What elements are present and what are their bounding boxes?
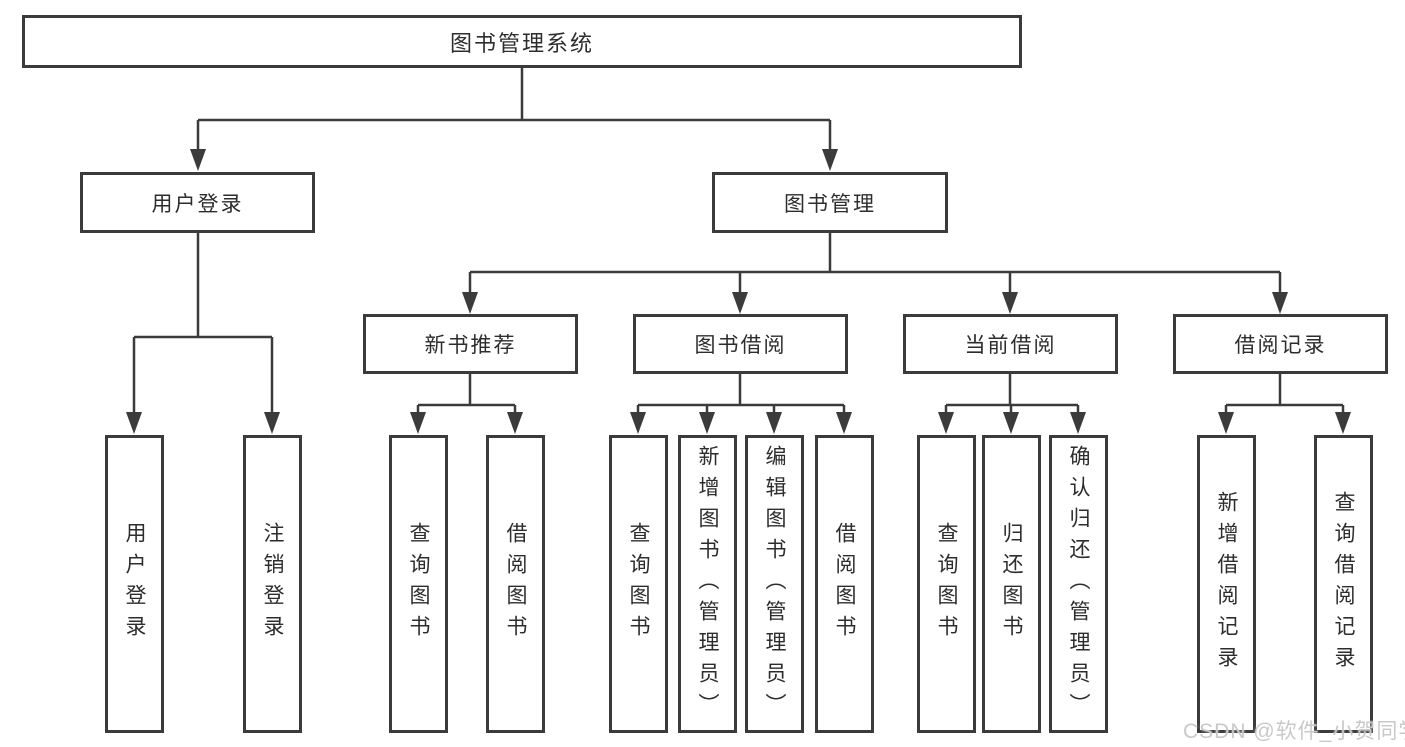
arrow-icon bbox=[410, 412, 426, 434]
leaf-records-add-record: 新增借阅记录 bbox=[1197, 435, 1256, 733]
node-root-system: 图书管理系统 bbox=[22, 15, 1022, 68]
leaf-records-query-record: 查询借阅记录 bbox=[1314, 435, 1373, 733]
arrow-icon bbox=[507, 412, 523, 434]
node-current-borrow: 当前借阅 bbox=[903, 314, 1118, 374]
arrow-icon bbox=[836, 412, 852, 434]
leaf-borrow-add-books-admin: 新增图书（管理员） bbox=[678, 435, 737, 733]
arrow-icon bbox=[699, 412, 715, 434]
node-book-management-branch: 图书管理 bbox=[712, 172, 948, 233]
arrow-icon bbox=[1003, 412, 1019, 434]
arrow-icon bbox=[1272, 292, 1288, 314]
arrow-icon bbox=[1070, 412, 1086, 434]
leaf-recommend-borrow-books: 借阅图书 bbox=[486, 435, 545, 733]
arrow-icon bbox=[732, 292, 748, 314]
arrow-icon bbox=[190, 149, 206, 171]
arrow-icon bbox=[1335, 412, 1351, 434]
leaf-borrow-edit-books-admin: 编辑图书（管理员） bbox=[745, 435, 804, 733]
arrow-icon bbox=[264, 412, 280, 434]
leaf-current-return-books: 归还图书 bbox=[982, 435, 1041, 733]
arrow-icon bbox=[938, 412, 954, 434]
leaf-borrow-query-books: 查询图书 bbox=[609, 435, 668, 733]
watermark: CSDN @软件_小贺同学 bbox=[1183, 720, 1405, 743]
arrow-icon bbox=[1218, 412, 1234, 434]
node-borrow-records: 借阅记录 bbox=[1173, 314, 1388, 374]
leaf-current-query-books: 查询图书 bbox=[917, 435, 976, 733]
node-user-login-branch: 用户登录 bbox=[80, 172, 315, 233]
arrow-icon bbox=[630, 412, 646, 434]
arrow-icon bbox=[822, 149, 838, 171]
arrow-icon bbox=[126, 412, 142, 434]
leaf-logout-login: 注销登录 bbox=[243, 435, 302, 733]
arrow-icon bbox=[462, 292, 478, 314]
node-new-book-recommend: 新书推荐 bbox=[363, 314, 578, 374]
node-book-borrow: 图书借阅 bbox=[633, 314, 848, 374]
leaf-current-confirm-return-admin: 确认归还（管理员） bbox=[1049, 435, 1108, 733]
leaf-borrow-borrow-books: 借阅图书 bbox=[815, 435, 874, 733]
arrow-icon bbox=[766, 412, 782, 434]
leaf-user-login: 用户登录 bbox=[105, 435, 164, 733]
arrow-icon bbox=[1002, 292, 1018, 314]
leaf-recommend-query-books: 查询图书 bbox=[389, 435, 448, 733]
